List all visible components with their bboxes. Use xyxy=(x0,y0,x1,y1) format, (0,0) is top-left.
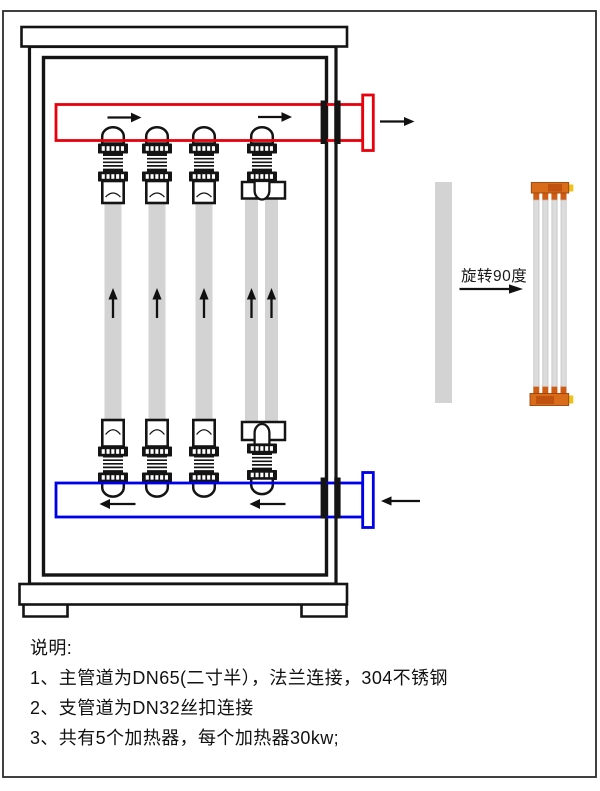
notes-title: 说明: xyxy=(30,638,73,658)
return-flow-arrow-1-head xyxy=(99,499,110,509)
cabinet-top-cap xyxy=(20,25,349,48)
flow-arrow-up-4-head xyxy=(246,288,257,300)
header-shading xyxy=(548,184,562,192)
rotated-heater-stub xyxy=(551,385,558,395)
rotated-view: 旋转90度 xyxy=(435,182,574,406)
flow-arrow-up-5-head xyxy=(266,288,277,300)
heater-side-view-bar xyxy=(435,182,452,403)
rotated-heater-stub xyxy=(542,191,549,201)
rotated-heater-stub xyxy=(560,385,567,395)
wall-seal-bottom-right xyxy=(334,477,341,519)
supply-flow-arrow-1-head xyxy=(131,112,142,123)
rotated-heater-tube xyxy=(542,199,549,387)
rotated-heater-tube xyxy=(533,199,540,387)
cabinet-inner-frame xyxy=(41,55,329,577)
rotated-heater xyxy=(529,182,574,406)
wall-seal-top-right xyxy=(334,100,341,144)
flow-arrow-up-2-head xyxy=(152,288,162,300)
end-cap-yellow-top xyxy=(568,184,574,192)
end-cap-yellow-bottom xyxy=(568,395,574,404)
wall-seal-bottom-left xyxy=(320,477,327,519)
return-inlet-arrow-head xyxy=(381,496,392,506)
cabinet-base xyxy=(18,582,349,606)
supply-flow-arrow-2-head xyxy=(281,112,292,122)
rotated-heater-tube xyxy=(551,199,558,387)
rotated-heater-stub xyxy=(551,191,558,201)
header-shading xyxy=(536,396,554,404)
rotate-arrow-head xyxy=(509,284,523,294)
rotated-heater-stub xyxy=(560,191,567,201)
return-pipe-group xyxy=(54,471,420,529)
supply-outlet-arrow-head xyxy=(404,117,415,126)
flow-arrow-up-1-head xyxy=(108,288,118,300)
supply-pipe-group xyxy=(54,93,415,152)
cabinet-foot-right xyxy=(300,604,348,618)
notes-section: 说明: 1、主管道为DN65(二寸半），法兰连接，304不锈钢 2、支管道为DN… xyxy=(30,633,448,753)
rotated-heater-stub xyxy=(533,191,540,201)
cabinet-frame xyxy=(18,25,349,618)
return-pipe-flange xyxy=(361,471,375,529)
rotated-heater-tube xyxy=(560,199,567,387)
rotated-heater-stub xyxy=(533,385,540,395)
supply-pipe-flange xyxy=(361,93,375,152)
rotated-heater-stub xyxy=(542,385,549,395)
return-flow-arrow-2-head xyxy=(249,499,260,509)
rotate-label: 旋转90度 xyxy=(461,267,527,285)
wall-seal-top-left xyxy=(320,100,327,144)
cabinet-foot-left xyxy=(22,604,69,618)
collar-dome xyxy=(253,422,271,446)
tube-flow-arrows xyxy=(108,288,277,318)
flow-arrow-up-3-head xyxy=(199,288,209,300)
note-line-3: 3、共有5个加热器，每个加热器30kw; xyxy=(30,728,340,748)
note-line-2: 2、支管道为DN32丝扣连接 xyxy=(30,698,254,718)
collar-dome xyxy=(253,179,271,201)
heater-branches xyxy=(98,127,287,496)
note-line-1: 1、主管道为DN65(二寸半），法兰连接，304不锈钢 xyxy=(30,668,448,688)
